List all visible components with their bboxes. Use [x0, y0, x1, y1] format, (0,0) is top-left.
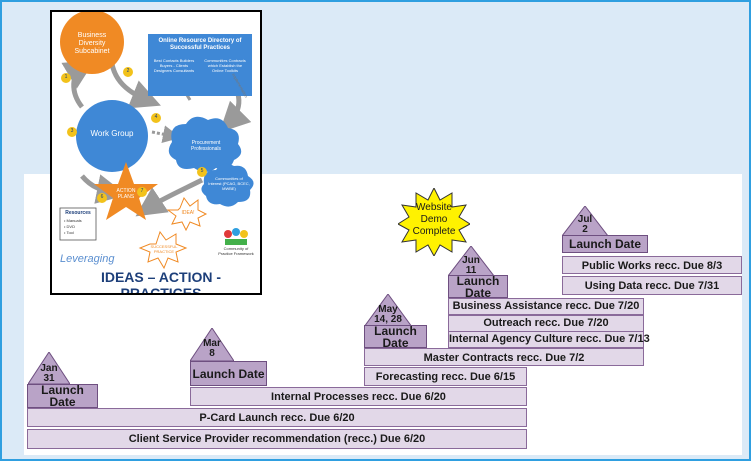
milestone-date-jul: Jul 2: [577, 214, 593, 235]
milestone-date-mar: Mar 8: [203, 338, 221, 359]
task-bar-using-data: Using Data recc. Due 7/31: [562, 276, 742, 295]
dot-number-1: 1: [64, 74, 68, 80]
task-bar-master-contracts: Master Contracts recc. Due 7/2: [364, 348, 644, 366]
directory-body-right: Communities Contracts which Establish th…: [204, 58, 246, 73]
task-bar-forecasting: Forecasting recc. Due 6/15: [364, 367, 527, 386]
business-diversity-label: Business Diversity Subcabinet: [74, 32, 110, 55]
dot-number-5: 5: [200, 168, 204, 174]
launch-date-mar: Launch Date: [190, 361, 267, 386]
communities-label: Communities of Interest (PCAG, BCEC, MWB…: [208, 176, 250, 191]
work-group-label: Work Group: [90, 129, 134, 138]
resources-title: Resources: [65, 210, 91, 216]
milestone-triangle-jul: [562, 206, 608, 236]
milestone-triangle-jan: [28, 352, 70, 384]
milestone-date-jun: Jun 11: [462, 255, 480, 276]
milestone-date-jan: Jan 31: [40, 363, 58, 384]
dot-number-6: 6: [100, 194, 104, 200]
resources-item-3: • Tool: [64, 230, 74, 235]
task-bar-public-works: Public Works recc. Due 8/3: [562, 256, 742, 274]
starburst-text: Website Demo Complete: [412, 202, 456, 237]
task-bar-pcard: P-Card Launch recc. Due 6/20: [27, 408, 527, 427]
task-bar-business-assistance: Business Assistance recc. Due 7/20: [448, 298, 644, 315]
directory-title: Online Resource Directory of Successful …: [158, 38, 242, 51]
dot-number-3: 3: [70, 128, 74, 134]
resources-item-2: • DVD: [64, 224, 75, 229]
milestone-triangle-may: [364, 294, 412, 327]
leveraging-label: Leveraging: [60, 253, 115, 265]
dot-number-7: 7: [140, 188, 144, 194]
action-plans-label: ACTION PLANS: [116, 188, 136, 200]
task-bar-outreach: Outreach recc. Due 7/20: [448, 315, 644, 332]
milestone-triangle-jun: [448, 246, 494, 276]
successful-practice-label: SUCCESSFUL PRACTICE: [150, 244, 178, 254]
community-caption: Community of Practice Framework: [218, 246, 254, 256]
task-bar-internal-processes: Internal Processes recc. Due 6/20: [190, 387, 527, 406]
resources-item-1: • Manuals: [64, 218, 82, 223]
task-bar-client-service: Client Service Provider recommendation (…: [27, 429, 527, 449]
milestone-triangle-mar: [190, 328, 234, 361]
task-bar-internal-agency: Internal Agency Culture recc. Due 7/13: [448, 331, 650, 348]
launch-date-jan: Launch Date: [27, 384, 98, 408]
poster-tagline: IDEAS – ACTION - PRACTICES: [100, 269, 222, 295]
dot-number-4: 4: [154, 114, 158, 120]
launch-date-jun: Launch Date: [448, 275, 508, 299]
launch-date-may: Launch Date: [364, 325, 427, 349]
website-demo-starburst: [398, 188, 470, 256]
launch-date-jul: Launch Date: [562, 235, 648, 253]
milestone-date-may: May 14, 28: [374, 304, 402, 325]
community-of-practice-poster: Business Diversity Subcabinet Online Res…: [50, 10, 262, 295]
directory-body-left: Best Contacts Builders Buyers - Clients …: [153, 58, 195, 73]
procurement-label: Procurement Professionals: [190, 140, 221, 152]
dot-number-2: 2: [126, 68, 130, 74]
idea-label: IDEA!: [181, 210, 195, 216]
poster-graphic: [59, 12, 254, 270]
